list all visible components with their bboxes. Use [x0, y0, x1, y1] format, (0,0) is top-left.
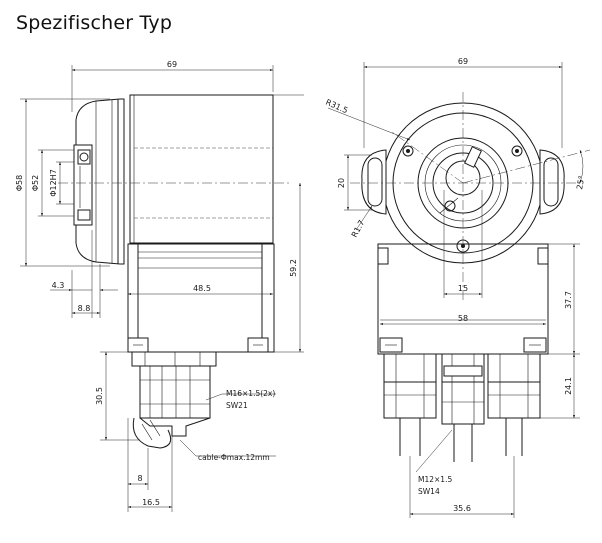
flange-outline	[75, 98, 125, 265]
dim-592: 59.2	[289, 259, 298, 277]
dim-305: 30.5	[95, 387, 104, 405]
dim-241: 24.1	[564, 377, 573, 395]
side-view: 69 Φ58 Φ52 Φ12H7 4.3 8.8 48.5 59.2	[15, 60, 304, 512]
dim-8: 8	[137, 474, 142, 483]
note-m16: M16×1.5(2x)	[226, 389, 275, 398]
note-m12: M12×1.5	[418, 475, 452, 484]
dim-side-69: 69	[167, 60, 177, 69]
dim-377: 37.7	[564, 291, 573, 309]
dim-88: 8.8	[78, 304, 91, 313]
shaft-collar	[73, 144, 93, 226]
cable-gland	[131, 351, 217, 449]
dim-25deg: 25°	[575, 175, 586, 191]
dim-r17: R1.7	[350, 219, 367, 239]
dim-dia52: Φ52	[31, 175, 40, 191]
dim-dia12h7: Φ12H7	[49, 169, 58, 197]
note-cable: cable-Φmax.12mm	[198, 453, 270, 462]
dim-front-69: 69	[458, 57, 468, 66]
connectors-row	[383, 353, 541, 462]
dim-43: 4.3	[52, 281, 65, 290]
dim-485: 48.5	[193, 284, 211, 293]
housing-body	[129, 94, 274, 244]
dim-15: 15	[458, 284, 468, 293]
dim-r315: R31.5	[324, 98, 349, 116]
dim-20: 20	[337, 178, 346, 188]
page-title: Spezifischer Typ	[16, 12, 173, 34]
dim-165: 16.5	[142, 498, 160, 507]
front-view: 69 R31.5 20 R1.7 25° 15 58 37.7 24.1	[324, 57, 591, 518]
dim-58: 58	[458, 314, 468, 323]
dim-356: 35.6	[453, 504, 471, 513]
note-sw14: SW14	[418, 487, 440, 496]
dim-dia58: Φ58	[15, 175, 24, 191]
note-sw21: SW21	[226, 401, 248, 410]
connector-box	[127, 243, 275, 353]
